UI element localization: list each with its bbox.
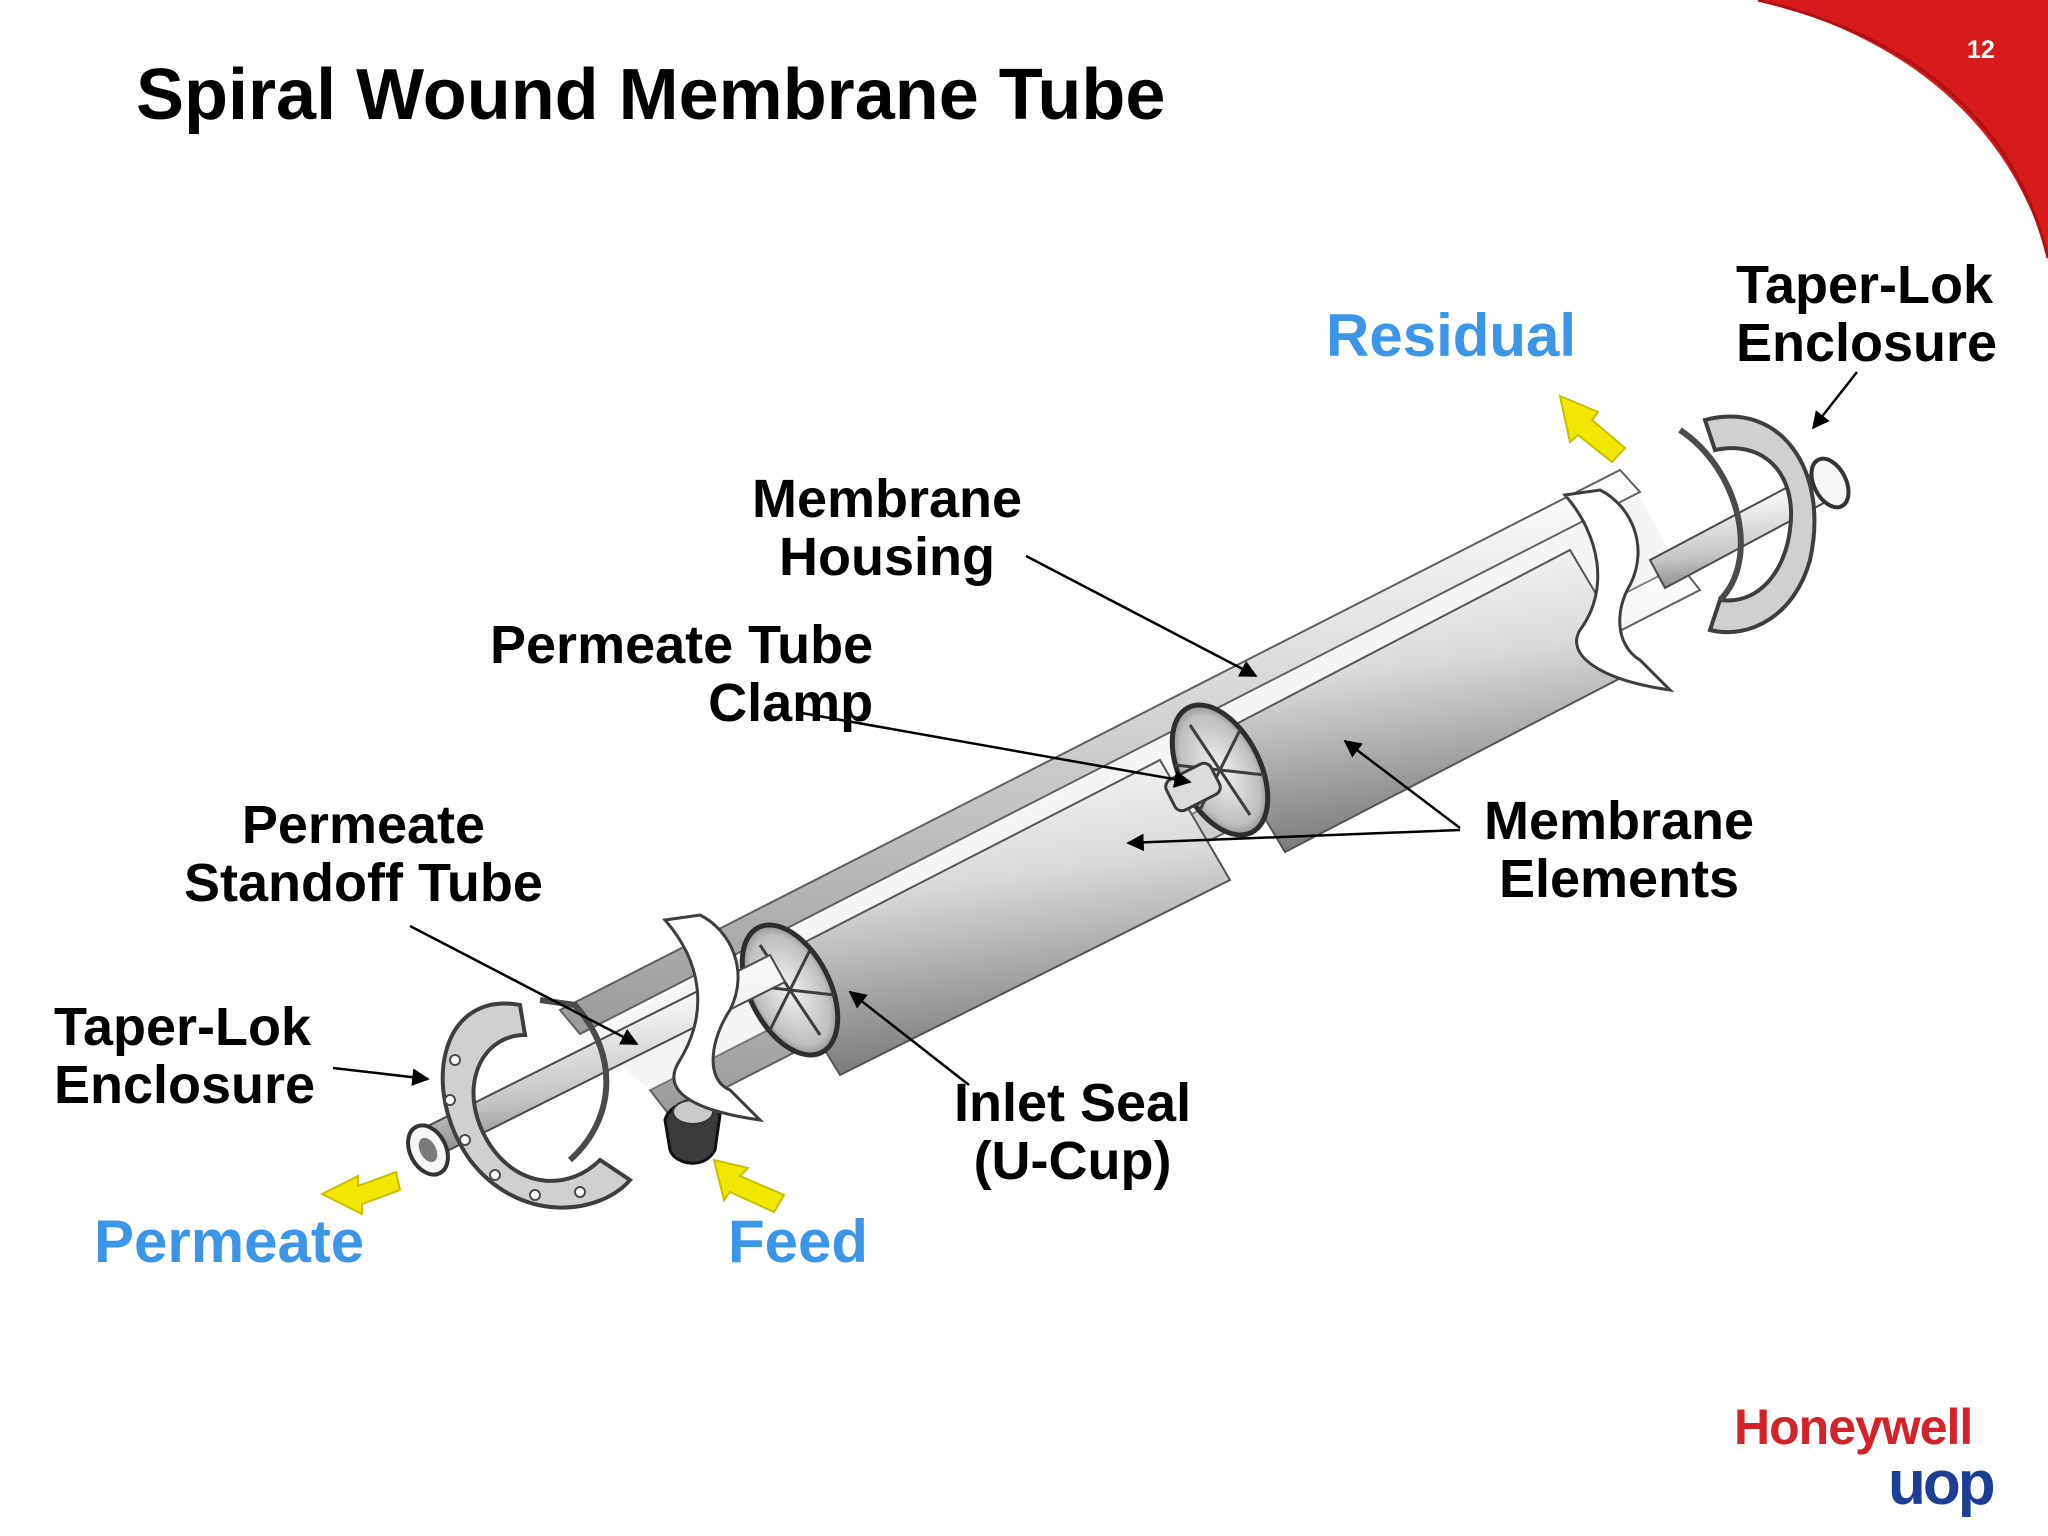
leader-membrane-elements-b bbox=[1126, 828, 1461, 852]
feed-nozzle bbox=[663, 1098, 722, 1165]
standoff-tube-bore bbox=[418, 1137, 438, 1163]
leader-permeate-standoff-tube bbox=[409, 924, 639, 1046]
leader-permeate-tube-clamp bbox=[795, 710, 1192, 788]
label-permeate-standoff-tube: Permeate Standoff Tube bbox=[184, 795, 543, 914]
upper-clamp-ring bbox=[1678, 427, 1744, 603]
upper-permeate-tube bbox=[1648, 456, 1851, 590]
corner-red-edge bbox=[1757, 0, 2048, 259]
leader-membrane-elements-a bbox=[1343, 739, 1461, 829]
label-permeate-tube-clamp: Permeate Tube Clamp bbox=[490, 615, 874, 734]
label-taper-lok-bottom: Taper-Lok Enclosure bbox=[54, 997, 316, 1116]
residual-flow-arrow bbox=[1558, 394, 1627, 464]
leader-taper-lok-top bbox=[1811, 371, 1858, 430]
slide-number: 12 bbox=[1967, 36, 1995, 64]
leader-lines bbox=[332, 371, 1858, 1086]
cutaway-break-bands bbox=[662, 488, 1675, 1123]
break-band-upper bbox=[1562, 488, 1675, 693]
label-permeate-flow: Permeate bbox=[94, 1208, 365, 1275]
lower-flange-bolts bbox=[444, 1054, 586, 1201]
honeywell-logo: Honeywell bbox=[1734, 1399, 1973, 1455]
leader-membrane-housing bbox=[1025, 554, 1258, 678]
leader-inlet-seal bbox=[848, 990, 970, 1086]
lower-clamp-ring bbox=[539, 997, 610, 1163]
label-taper-lok-top: Taper-Lok Enclosure bbox=[1736, 255, 1998, 374]
feed-flow-arrow bbox=[712, 1158, 786, 1214]
taper-lok-enclosure-upper bbox=[1678, 414, 1817, 635]
taper-lok-enclosure-lower bbox=[440, 997, 633, 1210]
lower-flange-ring bbox=[440, 1001, 633, 1210]
upper-flange-ring bbox=[1702, 414, 1817, 635]
leader-taper-lok-bottom bbox=[332, 1066, 430, 1086]
label-membrane-housing: Membrane Housing bbox=[752, 469, 1023, 588]
label-feed-flow: Feed bbox=[728, 1208, 869, 1275]
break-band-lower bbox=[662, 913, 765, 1123]
label-membrane-elements: Membrane Elements bbox=[1484, 791, 1755, 910]
label-residual: Residual bbox=[1326, 302, 1577, 369]
slide-title: Spiral Wound Membrane Tube bbox=[136, 55, 1166, 135]
label-inlet-seal: Inlet Seal (U-Cup) bbox=[954, 1073, 1192, 1192]
housing-top-rail bbox=[558, 468, 1642, 1036]
corner-red-swoosh bbox=[1758, 0, 2048, 258]
permeate-flow-arrow bbox=[319, 1170, 402, 1216]
flow-arrows bbox=[319, 394, 1627, 1216]
uop-logo: uop bbox=[1888, 1449, 1996, 1518]
